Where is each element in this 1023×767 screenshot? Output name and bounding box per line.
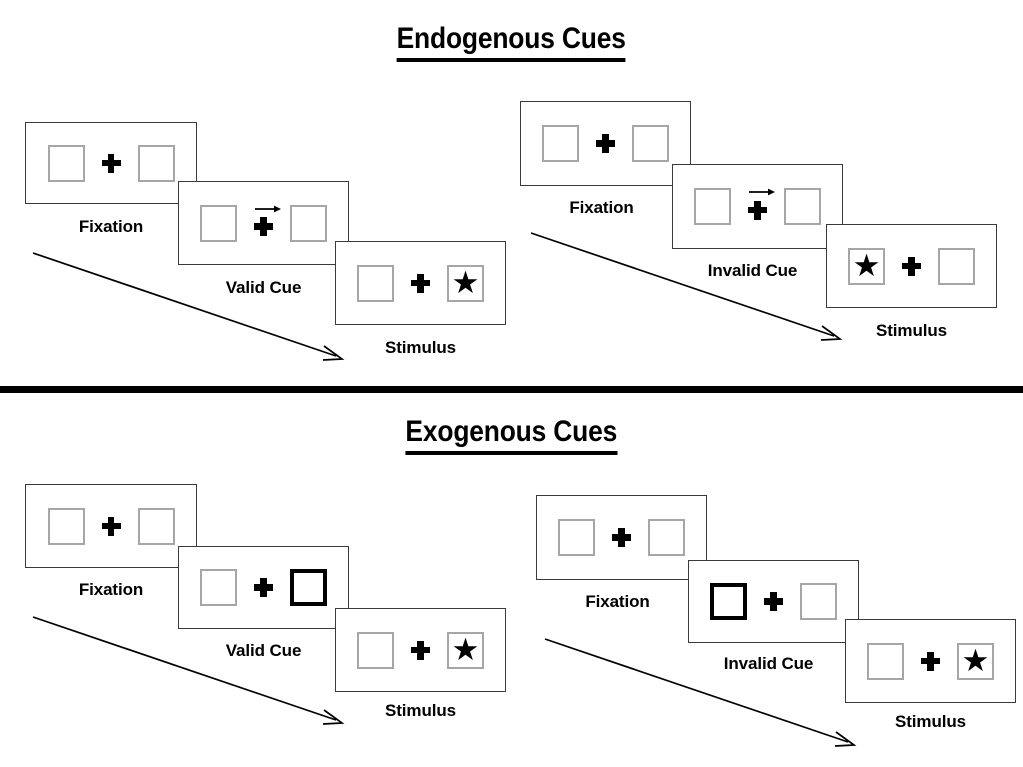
fixation-cross-icon — [101, 516, 121, 536]
fixation-cross-icon — [612, 528, 631, 547]
fixation-cross-icon — [902, 256, 921, 276]
placeholder-box-left-target: ★ — [848, 247, 885, 285]
time-arrow-endogenous-valid — [32, 252, 345, 361]
placeholder-box-right — [784, 188, 821, 225]
center-slot — [411, 632, 430, 669]
fixation-cross-icon — [101, 153, 121, 173]
center-slot — [411, 265, 430, 302]
caption-endogenous-valid-cue: Valid Cue — [225, 278, 302, 297]
placeholder-box-left — [200, 204, 237, 242]
fixation-cross-icon — [254, 578, 273, 597]
fixation-cross-icon — [764, 592, 783, 611]
caption-endogenous-valid-stimulus: Stimulus — [385, 338, 456, 357]
placeholder-box-right — [137, 507, 175, 545]
placeholder-box-left — [357, 264, 394, 302]
placeholder-box-right — [938, 247, 975, 285]
center-slot — [596, 125, 615, 162]
panel-endogenous-invalid-cue — [672, 164, 843, 249]
panel-exogenous-valid-fixation — [25, 484, 197, 568]
star-target-icon: ★ — [852, 247, 881, 283]
placeholder-box-left — [47, 507, 85, 545]
placeholder-box-right — [632, 125, 669, 162]
caption-exogenous-invalid-stimulus: Stimulus — [895, 712, 966, 731]
center-slot — [101, 145, 121, 182]
fixation-cross-icon — [596, 134, 615, 153]
center-slot — [612, 519, 631, 556]
caption-endogenous-valid-fixation: Fixation — [78, 217, 144, 236]
placeholder-box-right-target: ★ — [957, 642, 994, 680]
caption-exogenous-valid-cue: Valid Cue — [225, 641, 302, 660]
center-slot — [764, 583, 783, 620]
placeholder-box-left-cued — [710, 583, 747, 620]
placeholder-box-right — [800, 583, 837, 620]
panel-endogenous-invalid-stimulus: ★ — [826, 224, 997, 308]
time-arrow-exogenous-invalid — [544, 638, 857, 747]
panel-exogenous-valid-cue — [178, 546, 349, 629]
caption-exogenous-invalid-fixation: Fixation — [585, 592, 650, 611]
time-arrow-exogenous-valid — [32, 616, 345, 725]
center-slot — [254, 569, 273, 606]
center-slot — [101, 508, 121, 545]
placeholder-box-right-cued — [290, 569, 327, 606]
placeholder-box-left — [357, 631, 394, 669]
section-title-endogenous: Endogenous Cues — [0, 22, 1023, 62]
fixation-cross-icon — [411, 273, 430, 293]
caption-endogenous-invalid-fixation: Fixation — [569, 198, 634, 217]
placeholder-box-right-target: ★ — [447, 631, 484, 669]
placeholder-box-left — [558, 519, 595, 556]
section-title-exogenous: Exogenous Cues — [0, 415, 1023, 455]
section-title-endogenous-text: Endogenous Cues — [396, 22, 626, 62]
center-slot — [902, 248, 921, 285]
cue-arrow-right-icon — [749, 188, 775, 196]
fixation-cross-icon — [748, 200, 767, 220]
panel-endogenous-valid-fixation — [25, 122, 197, 204]
placeholder-box-left — [47, 144, 85, 182]
placeholder-box-right-target: ★ — [447, 264, 484, 302]
cue-arrow-right-icon — [255, 205, 281, 212]
caption-exogenous-invalid-cue: Invalid Cue — [723, 654, 814, 673]
star-target-icon: ★ — [451, 264, 480, 300]
panel-exogenous-invalid-cue — [688, 560, 859, 643]
placeholder-box-right — [137, 144, 175, 182]
center-slot — [254, 205, 281, 242]
placeholder-box-left — [867, 642, 904, 680]
panel-endogenous-valid-cue — [178, 181, 349, 265]
placeholder-box-right — [648, 519, 685, 556]
center-slot — [748, 188, 775, 225]
caption-exogenous-valid-fixation: Fixation — [78, 580, 144, 599]
section-title-exogenous-text: Exogenous Cues — [405, 415, 618, 455]
section-divider — [0, 386, 1023, 393]
placeholder-box-right — [290, 204, 327, 242]
time-arrow-endogenous-invalid — [530, 232, 843, 341]
center-slot — [921, 643, 940, 680]
caption-endogenous-invalid-cue: Invalid Cue — [707, 261, 798, 280]
fixation-cross-icon — [411, 640, 430, 660]
caption-exogenous-valid-stimulus: Stimulus — [385, 701, 456, 720]
placeholder-box-left — [200, 569, 237, 606]
panel-exogenous-valid-stimulus: ★ — [335, 608, 506, 692]
caption-endogenous-invalid-stimulus: Stimulus — [876, 321, 947, 340]
placeholder-box-left — [542, 125, 579, 162]
panel-endogenous-valid-stimulus: ★ — [335, 241, 506, 325]
panel-exogenous-invalid-fixation — [536, 495, 707, 580]
fixation-cross-icon — [254, 217, 273, 236]
fixation-cross-icon — [921, 651, 940, 671]
star-target-icon: ★ — [961, 642, 990, 678]
panel-endogenous-invalid-fixation — [520, 101, 691, 186]
placeholder-box-left — [694, 188, 731, 225]
star-target-icon: ★ — [451, 631, 480, 667]
panel-exogenous-invalid-stimulus: ★ — [845, 619, 1016, 703]
